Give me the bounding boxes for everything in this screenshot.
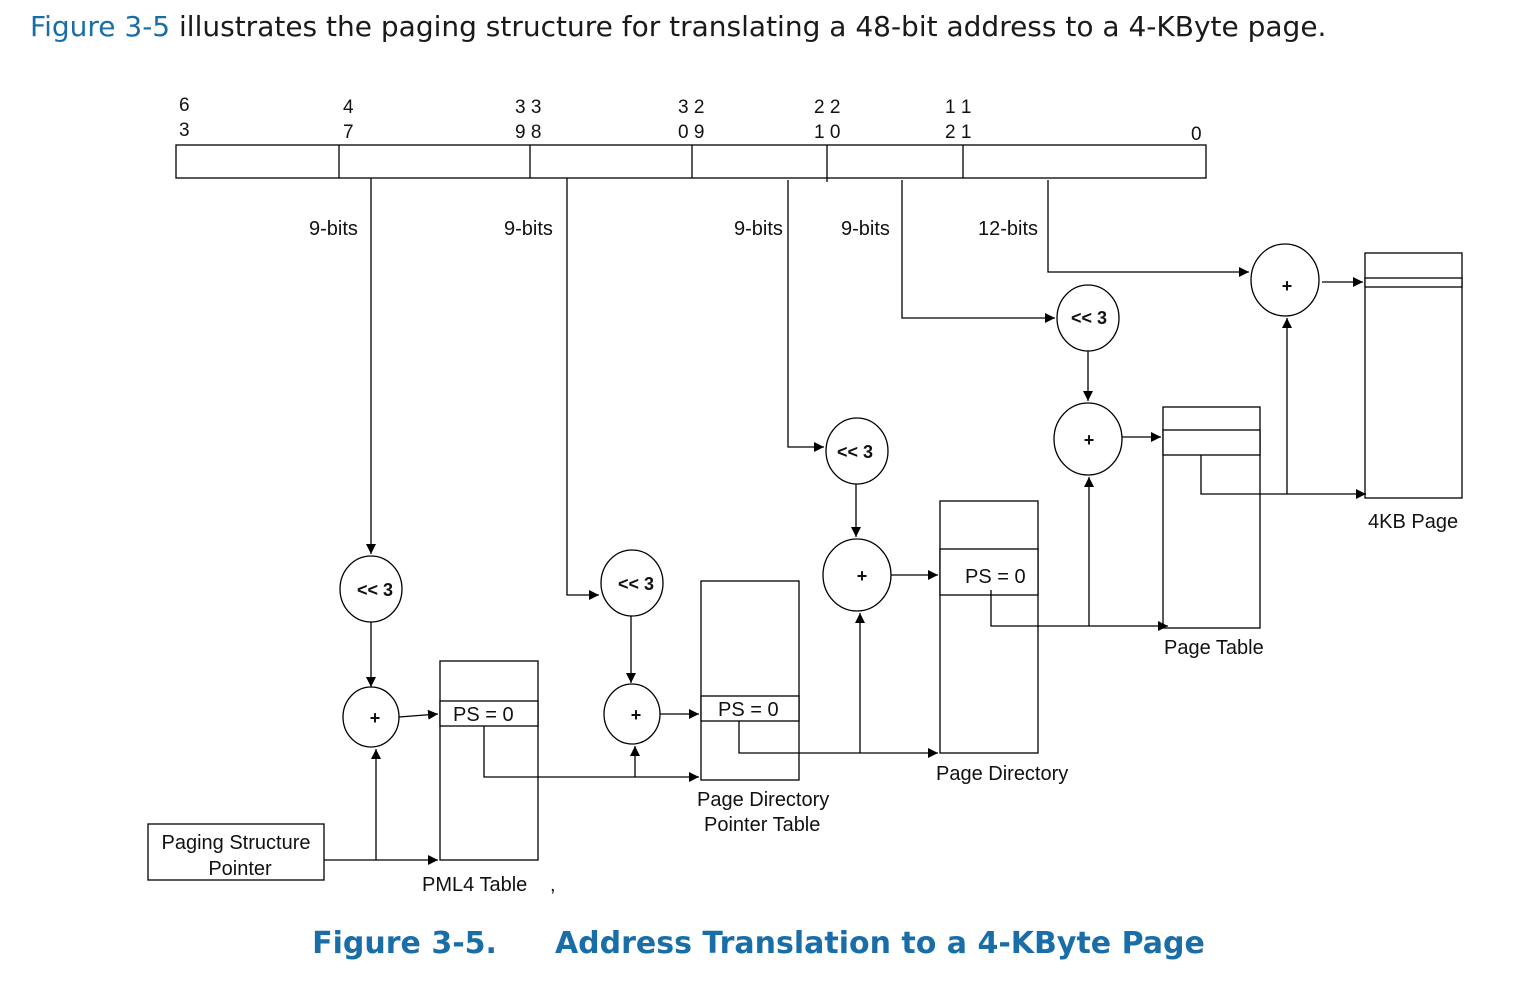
bit-47-lo: 7 [343, 122, 354, 143]
pd-entry-to-pt-line [990, 590, 1168, 631]
bit-12-11-hi: 1 1 [945, 97, 971, 118]
pdpt-label-line1: Page Directory [697, 789, 829, 811]
offset-arrow [1047, 180, 1249, 277]
bit-47-hi: 4 [343, 97, 354, 118]
pml4-index-bits: 9-bits [309, 218, 358, 240]
connectors [324, 178, 1366, 865]
intro-text: Figure 3-5 illustrates the paging struct… [30, 10, 1326, 43]
bit-63-hi: 6 [179, 95, 190, 116]
shift-operator-pml4-label: << 3 [357, 580, 393, 600]
pd-entry-ps: PS = 0 [965, 566, 1026, 588]
bit-0: 0 [1191, 124, 1202, 145]
bit-30-29-hi: 3 2 [678, 97, 704, 118]
pt-index-arrow [901, 180, 1055, 323]
pdpt-box [700, 580, 800, 781]
page-offset-bits: 12-bits [978, 218, 1038, 240]
add-operator-pt-label: + [1084, 430, 1095, 450]
add-operator-page-label: + [1282, 276, 1293, 296]
pml4-table-box [439, 660, 539, 861]
bit-12-11-lo: 2 1 [945, 122, 971, 143]
pdpt-entry-ps: PS = 0 [718, 699, 779, 721]
pdpt-index-arrow [566, 178, 599, 600]
pd-index-bits: 9-bits [734, 218, 783, 240]
page-entry [1364, 277, 1463, 288]
pd-label: Page Directory [936, 763, 1068, 785]
figure-caption-number: Figure 3-5. [312, 926, 497, 961]
add-operator-pdpt-label: + [631, 705, 642, 725]
page-table: Page Table [1162, 406, 1264, 659]
add-operator-page [1250, 243, 1320, 317]
shift-operator-pd-label: << 3 [837, 442, 873, 462]
page-label: 4KB Page [1368, 511, 1458, 533]
four-kb-page: 4KB Page [1364, 252, 1463, 533]
figure-caption-title: Address Translation to a 4-KByte Page [554, 926, 1205, 961]
pml4-table-label: PML4 Table [422, 874, 527, 896]
bit-21-20-hi: 2 2 [814, 97, 840, 118]
pt-entry-to-page-line [1200, 455, 1366, 499]
bit-39-38-hi: 3 3 [515, 97, 541, 118]
add-operator-pd-label: + [857, 566, 868, 586]
add-operator-pt [1053, 402, 1123, 476]
shift-operator-pdpt-label: << 3 [618, 574, 654, 594]
pml4-entry-ps: PS = 0 [453, 704, 514, 726]
operators: << 3 + << 3 + << 3 + << 3 + + [339, 243, 1320, 748]
shift-operator-pt-label: << 3 [1071, 308, 1107, 328]
field-width-labels: 9-bits 9-bits 9-bits 9-bits 12-bits [309, 218, 1038, 240]
bit-63-lo: 3 [179, 120, 190, 141]
pd-box [939, 500, 1039, 754]
pd-entry [939, 548, 1039, 596]
pml4-add-to-table-arrow [398, 709, 439, 720]
pml4-table-mark: , [550, 874, 556, 896]
pointer-label-line2: Pointer [208, 858, 272, 880]
figure-caption: Figure 3-5. Address Translation to a 4-KB… [0, 926, 1517, 961]
pointer-label-line1: Paging Structure [162, 832, 311, 854]
page-directory: PS = 0 Page Directory [936, 500, 1068, 785]
pdpt-index-bits: 9-bits [504, 218, 553, 240]
figure-reference-link[interactable]: Figure 3-5 [30, 10, 171, 43]
paging-structure-pointer: Paging Structure Pointer [147, 823, 325, 881]
pml4-table: PS = 0 PML4 Table , [422, 660, 556, 896]
pt-entry [1162, 429, 1261, 456]
pt-index-bits: 9-bits [841, 218, 890, 240]
linear-address-bar [175, 144, 1207, 182]
shift-operator-pd [825, 417, 889, 485]
pdpt-entry-to-pd-line [738, 721, 938, 758]
pointer-box [147, 823, 325, 881]
pml4-entry-to-pdpt-line [483, 726, 699, 782]
bit-30-29-lo: 0 9 [678, 122, 704, 143]
shift-operator-pdpt [600, 549, 664, 617]
pt-label: Page Table [1164, 637, 1264, 659]
bit-position-labels: 6 3 4 7 3 3 9 8 3 2 0 9 2 2 1 0 1 1 2 1 … [179, 95, 1202, 145]
page-directory-pointer-table: PS = 0 Page Directory Pointer Table [697, 580, 829, 836]
pd-index-arrow [787, 180, 824, 452]
bit-39-38-lo: 9 8 [515, 122, 541, 143]
address-bar-outline [175, 144, 1207, 179]
pml4-entry [439, 700, 539, 727]
add-operator-pml4-label: + [370, 708, 381, 728]
bit-21-20-lo: 1 0 [814, 122, 840, 143]
page-box [1364, 252, 1463, 499]
pdpt-label-line2: Pointer Table [704, 814, 820, 836]
pdpt-entry [700, 695, 800, 722]
intro-sentence: illustrates the paging structure for tra… [170, 10, 1327, 43]
